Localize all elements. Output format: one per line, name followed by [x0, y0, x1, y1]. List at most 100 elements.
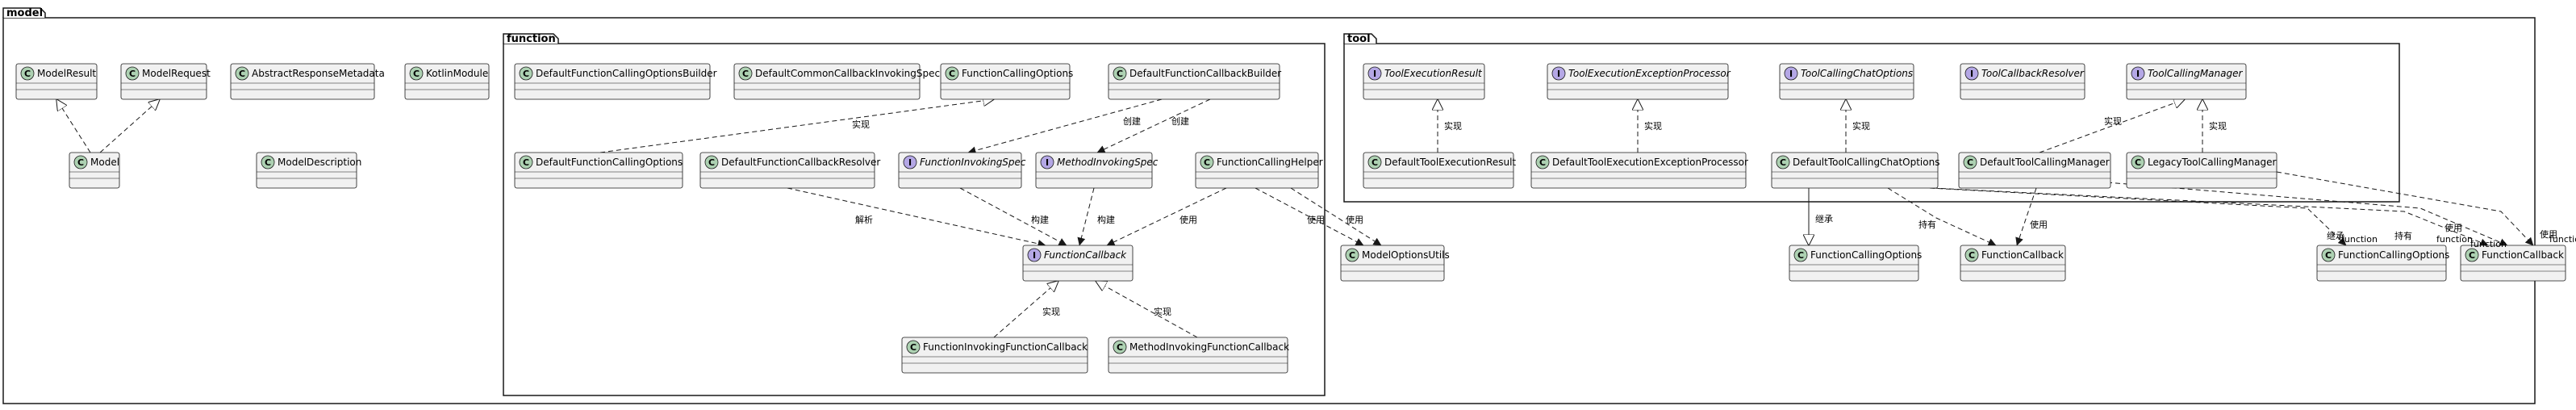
relation-label: 使用 [2540, 229, 2557, 240]
class-box [1547, 63, 1729, 100]
package-frame [2, 17, 2536, 404]
class-tool-callback-resolver[interactable]: I ToolCallbackResolver [1960, 63, 2085, 100]
class-stereotype-icon [1535, 155, 1550, 169]
stereotype-letter: C [2325, 250, 2332, 261]
class-box [1035, 152, 1153, 189]
relation-dependency-default-function-callback-builder-to-function-invoking-spec [967, 98, 1163, 155]
class-stereotype-icon [519, 66, 533, 81]
class-box [1960, 245, 2066, 282]
stereotype-letter: I [1789, 69, 1793, 79]
class-name: DefaultCommonCallbackInvokingSpec [755, 68, 940, 79]
package-tab [503, 33, 559, 44]
class-stereotype-icon [738, 66, 753, 81]
class-stereotype-icon [2131, 155, 2145, 169]
interface-stereotype-icon [1551, 66, 1566, 81]
relation-label: 实现 [1644, 120, 1662, 132]
relation-realization-method-invoking-function-callback-to-function-callback [1096, 281, 1198, 338]
package-label: tool [1347, 33, 1371, 45]
class-box [1363, 63, 1485, 100]
relation-label: 实现 [1154, 306, 1171, 317]
stereotype-letter: C [949, 69, 955, 79]
class-name: DefaultFunctionCallingOptions [536, 157, 683, 168]
class-box [1022, 245, 1134, 282]
class-name: ToolCallbackResolver [1981, 68, 2085, 79]
stereotype-letter: C [413, 69, 420, 79]
stereotype-letter: C [1117, 342, 1123, 353]
relation-label: 构建 [1031, 214, 1049, 225]
stereotype-letter: C [239, 69, 245, 79]
class-name: DefaultToolExecutionExceptionProcessor [1552, 157, 1748, 168]
relation-label: 继承 [1815, 214, 1833, 224]
class-name: MethodInvokingSpec [1057, 157, 1159, 168]
stereotype-letter: C [265, 157, 271, 168]
class-default-common-callback-invoking-spec[interactable]: C DefaultCommonCallbackInvokingSpec [733, 63, 940, 100]
class-name: FunctionInvokingSpec [920, 157, 1026, 168]
stereotype-letter: C [742, 69, 749, 79]
class-name: ToolCallingChatOptions [1801, 68, 1913, 79]
stereotype-letter: I [1970, 69, 1973, 79]
relation-realization-default-tool-calling-manager-to-tool-calling-manager [2039, 99, 2185, 153]
package-tool: tool [1343, 33, 2400, 203]
class-name: DefaultFunctionCallingOptionsBuilder [536, 68, 717, 79]
stereotype-letter: C [24, 69, 31, 79]
package-label: model [6, 7, 43, 19]
stereotype-letter: I [2136, 69, 2140, 79]
stereotype-letter: C [2469, 250, 2475, 261]
class-method-invoking-spec[interactable]: I MethodInvokingSpec [1035, 152, 1159, 189]
stereotype-letter: I [1373, 69, 1376, 79]
class-box [1340, 245, 1445, 282]
class-default-function-calling-options-builder[interactable]: C DefaultFunctionCallingOptionsBuilder [514, 63, 717, 100]
relation-dependency-default-tool-calling-chat-options-to-ext-function-callback [1932, 187, 2489, 247]
relation-label: 使用 [1179, 215, 1197, 225]
relation-label: 继承 [2327, 231, 2344, 241]
relation-dependency-default-function-callback-builder-to-method-invoking-spec [1096, 98, 1211, 153]
relation-label: 实现 [1042, 306, 1060, 317]
package-tab [2, 7, 46, 18]
class-stereotype-icon [1113, 340, 1127, 354]
package-function: function [503, 33, 1326, 396]
class-name: ModelOptionsUtils [1362, 249, 1450, 261]
relation-realization-function-invoking-function-callback-to-function-callback [993, 281, 1058, 338]
class-name: FunctionCallback [1981, 249, 2064, 261]
class-box [1195, 152, 1319, 189]
class-stereotype-icon [1345, 248, 1359, 262]
relation-end-label: function [2549, 234, 2576, 245]
class-tool-calling-chat-options[interactable]: I ToolCallingChatOptions [1779, 63, 1914, 100]
relation-dependency-default-tool-calling-chat-options-to-ext-function-calling-options [1929, 187, 2347, 246]
class-box [2126, 152, 2277, 189]
interface-stereotype-icon [1027, 248, 1042, 262]
stereotype-letter: I [1046, 157, 1049, 168]
stereotype-letter: C [523, 69, 529, 79]
class-stereotype-icon [1200, 155, 1214, 169]
stereotype-letter: I [1033, 250, 1036, 261]
relation-label: 创建 [1123, 115, 1141, 127]
